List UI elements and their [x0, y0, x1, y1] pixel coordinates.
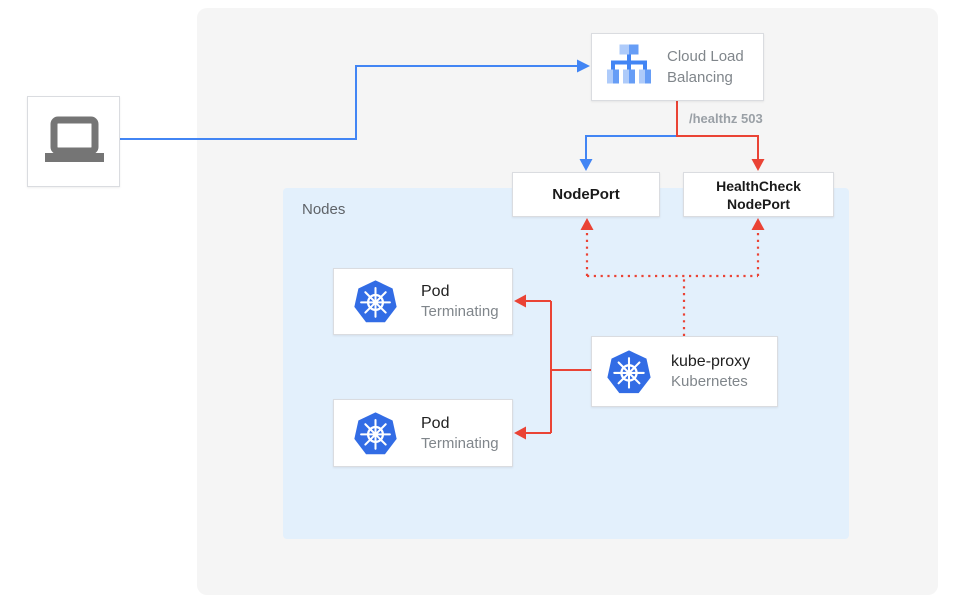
clb-label-line2: Balancing — [667, 69, 733, 86]
nodeport-label: NodePort — [552, 186, 620, 203]
pod-title: Pod — [421, 283, 450, 300]
clb-label-line1: Cloud Load — [667, 48, 744, 65]
kube-proxy-subtitle: Kubernetes — [671, 373, 748, 390]
pod-node-1: Pod Terminating — [333, 268, 513, 335]
kubernetes-icon — [354, 280, 397, 323]
cloud-load-balancing-label: Cloud Load Balancing — [667, 46, 744, 88]
kube-proxy-node: kube-proxy Kubernetes — [591, 336, 778, 407]
healthcheck-label-line2: NodePort — [727, 195, 790, 212]
pod-status: Terminating — [421, 434, 499, 452]
kubernetes-icon — [607, 349, 651, 393]
client-node — [27, 96, 120, 187]
healthcheck-label-line1: HealthCheck — [716, 177, 801, 194]
nodes-group-label: Nodes — [302, 201, 346, 218]
laptop-icon — [44, 116, 104, 162]
pod-node-2: Pod Terminating — [333, 399, 513, 467]
pod-title: Pod — [421, 414, 450, 432]
healthcheck-nodeport-node: HealthCheck NodePort — [683, 172, 834, 217]
pod-status: Terminating — [421, 303, 499, 320]
kube-proxy-title: kube-proxy — [671, 353, 751, 370]
cloud-load-balancing-node: Cloud Load Balancing — [591, 33, 764, 101]
nodeport-node: NodePort — [512, 172, 660, 217]
cloud-load-balancing-icon — [607, 44, 651, 84]
healthz-status-label: /healthz 503 — [689, 111, 763, 126]
kubernetes-icon — [354, 411, 397, 454]
